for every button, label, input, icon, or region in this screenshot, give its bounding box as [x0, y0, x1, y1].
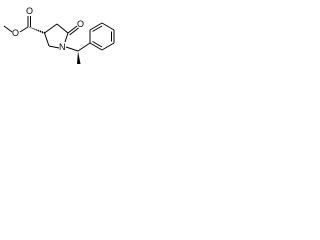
ester-carbonyl-oxygen-label: O: [26, 6, 33, 16]
ring-bond-c5-n: [64, 32, 69, 43]
ring-carbonyl-bond-a: [67, 25, 78, 34]
benzylic-phenyl-bond: [77, 42, 91, 52]
phenyl-double-bond-a: [92, 25, 103, 32]
ring-bond-c3-c4: [44, 23, 58, 34]
phenyl-bond-2: [89, 22, 103, 31]
phenyl-bond-3: [101, 22, 115, 31]
ring-carbonyl-bond-b: [69, 27, 79, 36]
ester-o-carbon-bond: [19, 26, 29, 33]
ester-ring-bond: [28, 26, 45, 34]
molecule-diagram: O O O N: [0, 0, 138, 72]
stereo-bold-wedge: [77, 51, 81, 64]
ring-carbonyl-oxygen-label: O: [77, 19, 84, 29]
structure-svg: O O O N: [3, 6, 115, 64]
phenyl-double-bond-c: [92, 41, 103, 48]
stereo-hash-wedge: [29, 27, 45, 34]
ring-bond-c4-c5: [56, 23, 69, 34]
phenyl-bond-6: [89, 42, 103, 51]
n-benzylic-bond: [65, 46, 79, 52]
methyl-o-bond: [3, 25, 13, 33]
ester-oxygen-label: O: [12, 28, 19, 38]
ring-bond-n-c2: [48, 45, 60, 49]
ring-bond-c2-c3: [44, 32, 50, 47]
phenyl-bond-5: [101, 42, 115, 51]
ring-nitrogen-label: N: [59, 42, 66, 52]
